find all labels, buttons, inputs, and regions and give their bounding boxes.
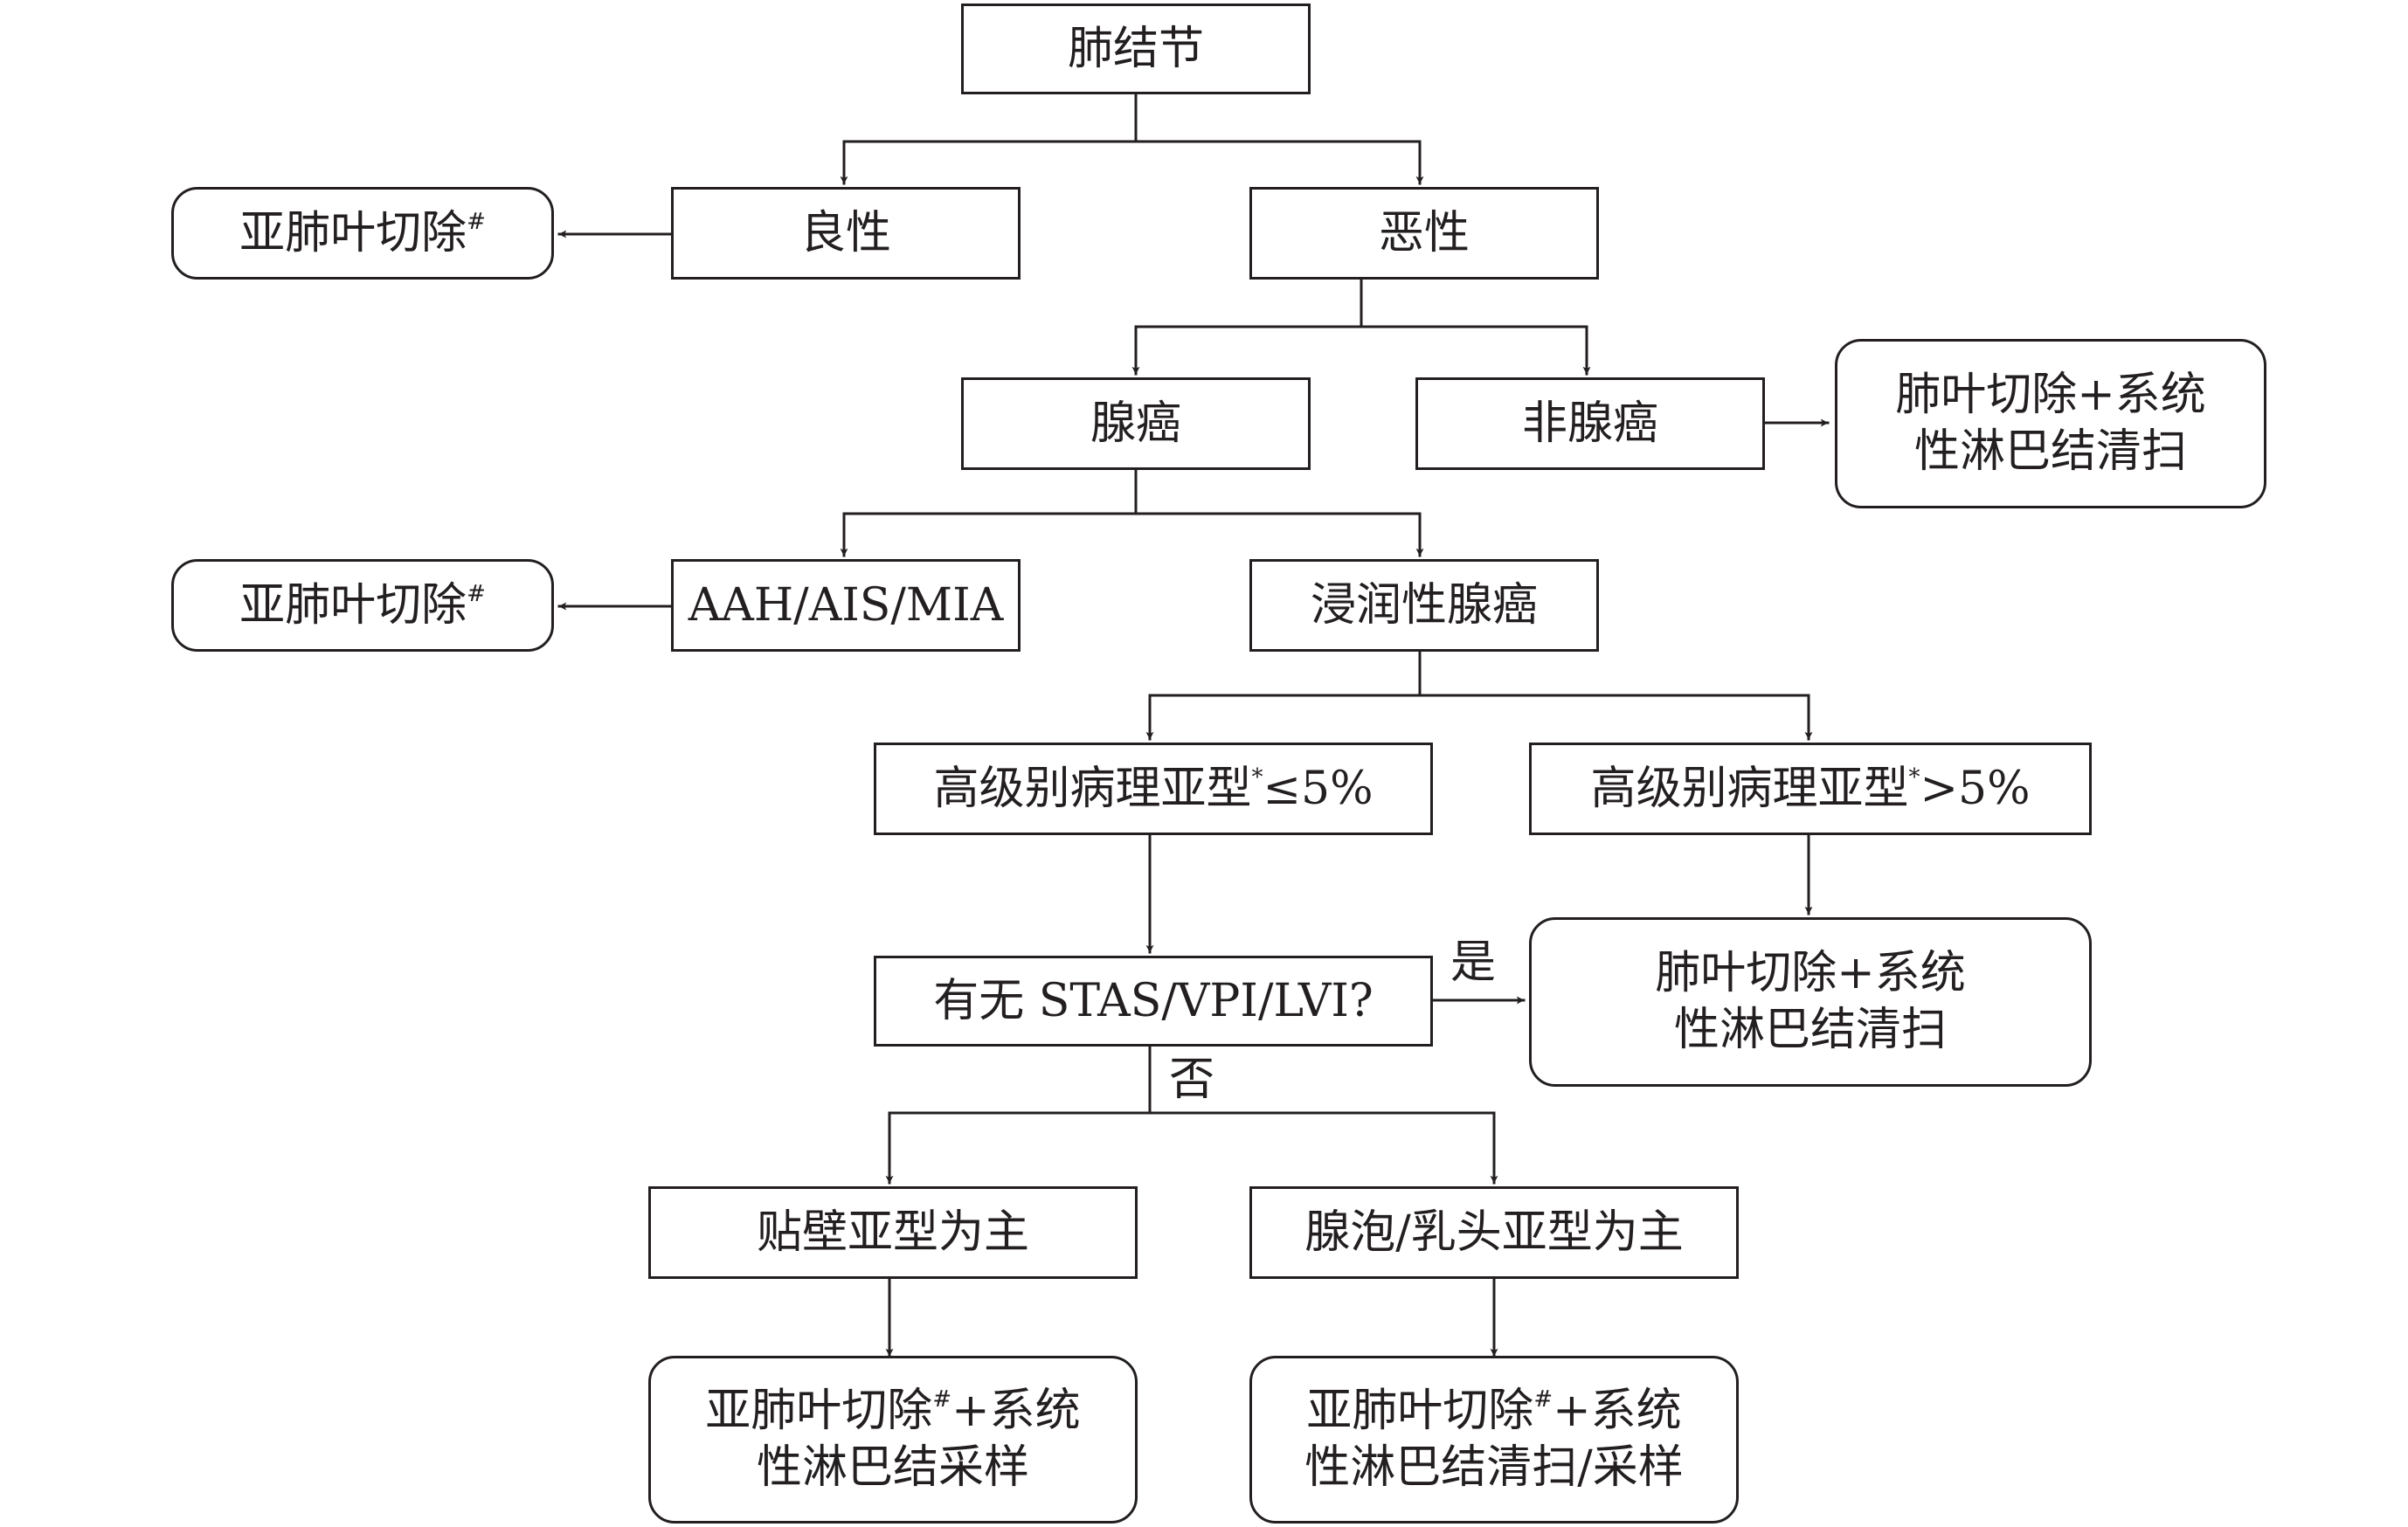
node-acinar-treatment: 亚肺叶切除#+系统性淋巴结清扫/采样	[1249, 1356, 1739, 1524]
line-2: 性淋巴结采样	[756, 1441, 1029, 1494]
threshold: >5%	[1920, 762, 2031, 815]
line-1-suffix: +系统	[1553, 1385, 1682, 1437]
line-1: 肺叶切除+系统	[1895, 369, 2206, 421]
node-label: 浸润性腺癌	[1310, 578, 1538, 632]
node-adenocarcinoma: 腺癌	[961, 377, 1311, 470]
node-stas-question: 有无 STAS/VPI/LVI?	[874, 956, 1433, 1047]
node-high-grade-treatment: 肺叶切除+系统性淋巴结清扫	[1529, 917, 2092, 1087]
node-lepidic-treatment: 亚肺叶切除#+系统性淋巴结采样	[648, 1356, 1138, 1524]
node-label: 腺泡/乳头亚型为主	[1304, 1206, 1684, 1259]
node-label: 非腺癌	[1521, 397, 1658, 450]
threshold: ≤5%	[1263, 762, 1374, 815]
node-root: 肺结节	[961, 3, 1311, 94]
footnote-mark: *	[1251, 764, 1263, 791]
node-high-grade-low: 高级别病理亚型*≤5%	[874, 743, 1433, 835]
node-label: 高级别病理亚型*>5%	[1590, 761, 2030, 818]
node-label: 亚肺叶切除#+系统性淋巴结清扫/采样	[1304, 1383, 1684, 1496]
footnote-mark: #	[467, 580, 486, 607]
line-2: 性淋巴结清扫	[1913, 425, 2187, 478]
node-malignant: 恶性	[1249, 187, 1599, 280]
node-label: 高级别病理亚型*≤5%	[933, 761, 1373, 818]
line-1-suffix: +系统	[951, 1385, 1081, 1437]
footnote-mark: #	[1533, 1386, 1553, 1413]
node-label: 肺结节	[1067, 22, 1204, 75]
line-2: 性淋巴结清扫	[1673, 1004, 1947, 1056]
footnote-mark: #	[467, 208, 486, 235]
node-benign: 良性	[671, 187, 1021, 280]
node-label: AAH/AIS/MIA	[688, 578, 1004, 632]
node-high-grade-high: 高级别病理亚型*>5%	[1529, 743, 2092, 835]
label-no: 否	[1169, 1054, 1215, 1106]
text: 高级别病理亚型	[933, 762, 1252, 815]
node-acinar-papillary: 腺泡/乳头亚型为主	[1249, 1186, 1739, 1279]
text: 高级别病理亚型	[1590, 762, 1909, 815]
footnote-mark: #	[932, 1386, 952, 1413]
line-2: 性淋巴结清扫/采样	[1304, 1441, 1684, 1494]
node-label: 亚肺叶切除#	[239, 205, 486, 262]
node-label: 肺叶切除+系统性淋巴结清扫	[1655, 945, 1966, 1059]
node-label: 腺癌	[1090, 397, 1181, 450]
node-label: 良性	[799, 206, 891, 259]
label-yes: 是	[1450, 936, 1497, 989]
node-invasive: 浸润性腺癌	[1249, 559, 1599, 652]
node-non-adenocarcinoma: 非腺癌	[1415, 377, 1765, 470]
node-label: 恶性	[1378, 206, 1470, 259]
node-preinvasive: AAH/AIS/MIA	[671, 559, 1021, 652]
line-1-text: 亚肺叶切除	[705, 1385, 933, 1437]
text: 亚肺叶切除	[239, 578, 467, 632]
node-label: 肺叶切除+系统性淋巴结清扫	[1895, 367, 2206, 480]
node-preinvasive-treatment: 亚肺叶切除#	[171, 559, 554, 652]
node-lepidic: 贴壁亚型为主	[648, 1186, 1138, 1279]
node-label: 贴壁亚型为主	[756, 1206, 1029, 1259]
node-label: 有无 STAS/VPI/LVI?	[933, 974, 1374, 1027]
node-label: 亚肺叶切除#+系统性淋巴结采样	[705, 1383, 1080, 1496]
footnote-mark: *	[1908, 764, 1920, 791]
node-non-adeno-treatment: 肺叶切除+系统性淋巴结清扫	[1835, 339, 2266, 508]
node-benign-treatment: 亚肺叶切除#	[171, 187, 554, 280]
node-label: 亚肺叶切除#	[239, 577, 486, 634]
text: 亚肺叶切除	[239, 206, 467, 259]
line-1: 肺叶切除+系统	[1655, 947, 1966, 999]
line-1-text: 亚肺叶切除	[1306, 1385, 1534, 1437]
